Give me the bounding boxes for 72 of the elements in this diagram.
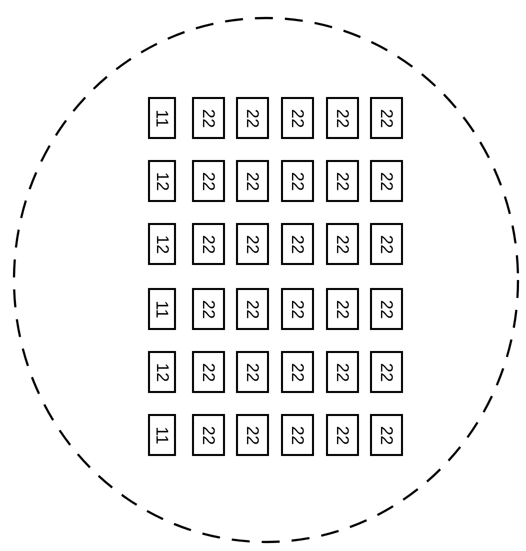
chip-box	[326, 97, 359, 139]
chip-box	[370, 351, 403, 393]
chip-number: 12	[154, 172, 170, 190]
chip-number: 22	[378, 300, 395, 318]
chip-number: 22	[378, 108, 395, 128]
chip-box	[370, 97, 403, 139]
chip-number: 12	[154, 362, 170, 382]
chip-box	[281, 288, 314, 330]
chip-box	[281, 97, 314, 139]
chip-box	[370, 160, 403, 202]
chip-number: 22	[289, 426, 306, 444]
chip-box	[326, 223, 359, 265]
chip-number: 12	[154, 234, 170, 254]
chip-box	[236, 160, 269, 202]
chip-box	[148, 414, 176, 456]
chip-box	[192, 414, 225, 456]
chip-number: 22	[244, 362, 261, 382]
chip-box	[370, 288, 403, 330]
chip-number: 22	[334, 426, 351, 444]
chip-box	[192, 351, 225, 393]
chip-number: 22	[289, 172, 306, 190]
chip-number: 22	[378, 172, 395, 190]
chip-box	[281, 351, 314, 393]
chip-box	[281, 223, 314, 265]
chip-box	[326, 160, 359, 202]
chip-number: 22	[378, 426, 395, 444]
chip-box	[281, 414, 314, 456]
chip-number: 22	[334, 108, 351, 128]
chip-number: 22	[289, 362, 306, 382]
chip-box	[326, 351, 359, 393]
chip-box	[192, 97, 225, 139]
chip-number: 11	[154, 300, 170, 318]
chip-box	[192, 223, 225, 265]
chip-number: 11	[154, 109, 170, 127]
chip-number: 22	[334, 234, 351, 254]
chip-number: 22	[289, 234, 306, 254]
chip-box	[236, 97, 269, 139]
chip-number: 22	[334, 362, 351, 382]
chip-number: 22	[244, 172, 261, 190]
chip-box	[236, 223, 269, 265]
chip-number: 22	[200, 300, 217, 318]
chip-number: 22	[378, 234, 395, 254]
chip-number: 22	[244, 300, 261, 318]
chip-number: 22	[244, 234, 261, 254]
chip-box	[370, 414, 403, 456]
chip-box	[236, 351, 269, 393]
chip-box	[281, 160, 314, 202]
chip-number: 11	[154, 426, 170, 444]
chip-box	[370, 223, 403, 265]
chip-number: 22	[334, 172, 351, 190]
chip-box	[148, 288, 176, 330]
chip-number: 22	[244, 426, 261, 444]
chip-box	[148, 97, 176, 139]
chip-number: 22	[200, 108, 217, 128]
chip-number: 22	[289, 108, 306, 128]
chip-box	[236, 288, 269, 330]
chip-number: 22	[200, 172, 217, 190]
chip-box	[326, 414, 359, 456]
chip-box	[192, 288, 225, 330]
chip-box	[236, 414, 269, 456]
chip-number: 22	[200, 426, 217, 444]
chip-number: 22	[200, 362, 217, 382]
chip-box	[148, 223, 176, 265]
chip-number: 22	[200, 234, 217, 254]
chip-box	[148, 160, 176, 202]
chip-box	[148, 351, 176, 393]
chip-box	[326, 288, 359, 330]
chip-number: 22	[334, 300, 351, 318]
chip-number: 22	[378, 362, 395, 382]
chip-box	[192, 160, 225, 202]
chip-number: 22	[289, 300, 306, 318]
chip-number: 22	[244, 108, 261, 128]
